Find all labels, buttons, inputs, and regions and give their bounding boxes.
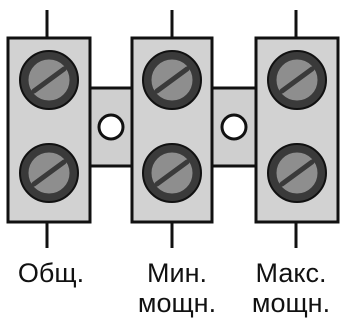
screw-icon xyxy=(19,50,79,110)
bridge-hole-2 xyxy=(220,113,248,141)
bridge-hole-1 xyxy=(97,113,125,141)
terminal-label-line: Мин. xyxy=(147,258,207,288)
terminal-label-max-power: Макс. мощн. xyxy=(238,258,344,318)
terminal-label-line: Макс. xyxy=(255,258,327,288)
terminal-label-line: мощн. xyxy=(137,288,217,318)
terminal-label-line: мощн. xyxy=(251,288,331,318)
screw-icon xyxy=(142,50,202,110)
terminal-label-min-power: Мин. мощн. xyxy=(122,258,232,318)
screw-icon xyxy=(19,143,79,203)
screw-icon xyxy=(267,50,327,110)
screw-icon xyxy=(267,143,327,203)
terminal-label-line: Общ. xyxy=(17,258,85,288)
screw-icon xyxy=(142,143,202,203)
bridge-1 xyxy=(88,86,134,168)
terminal-label-common: Общ. xyxy=(4,258,98,288)
